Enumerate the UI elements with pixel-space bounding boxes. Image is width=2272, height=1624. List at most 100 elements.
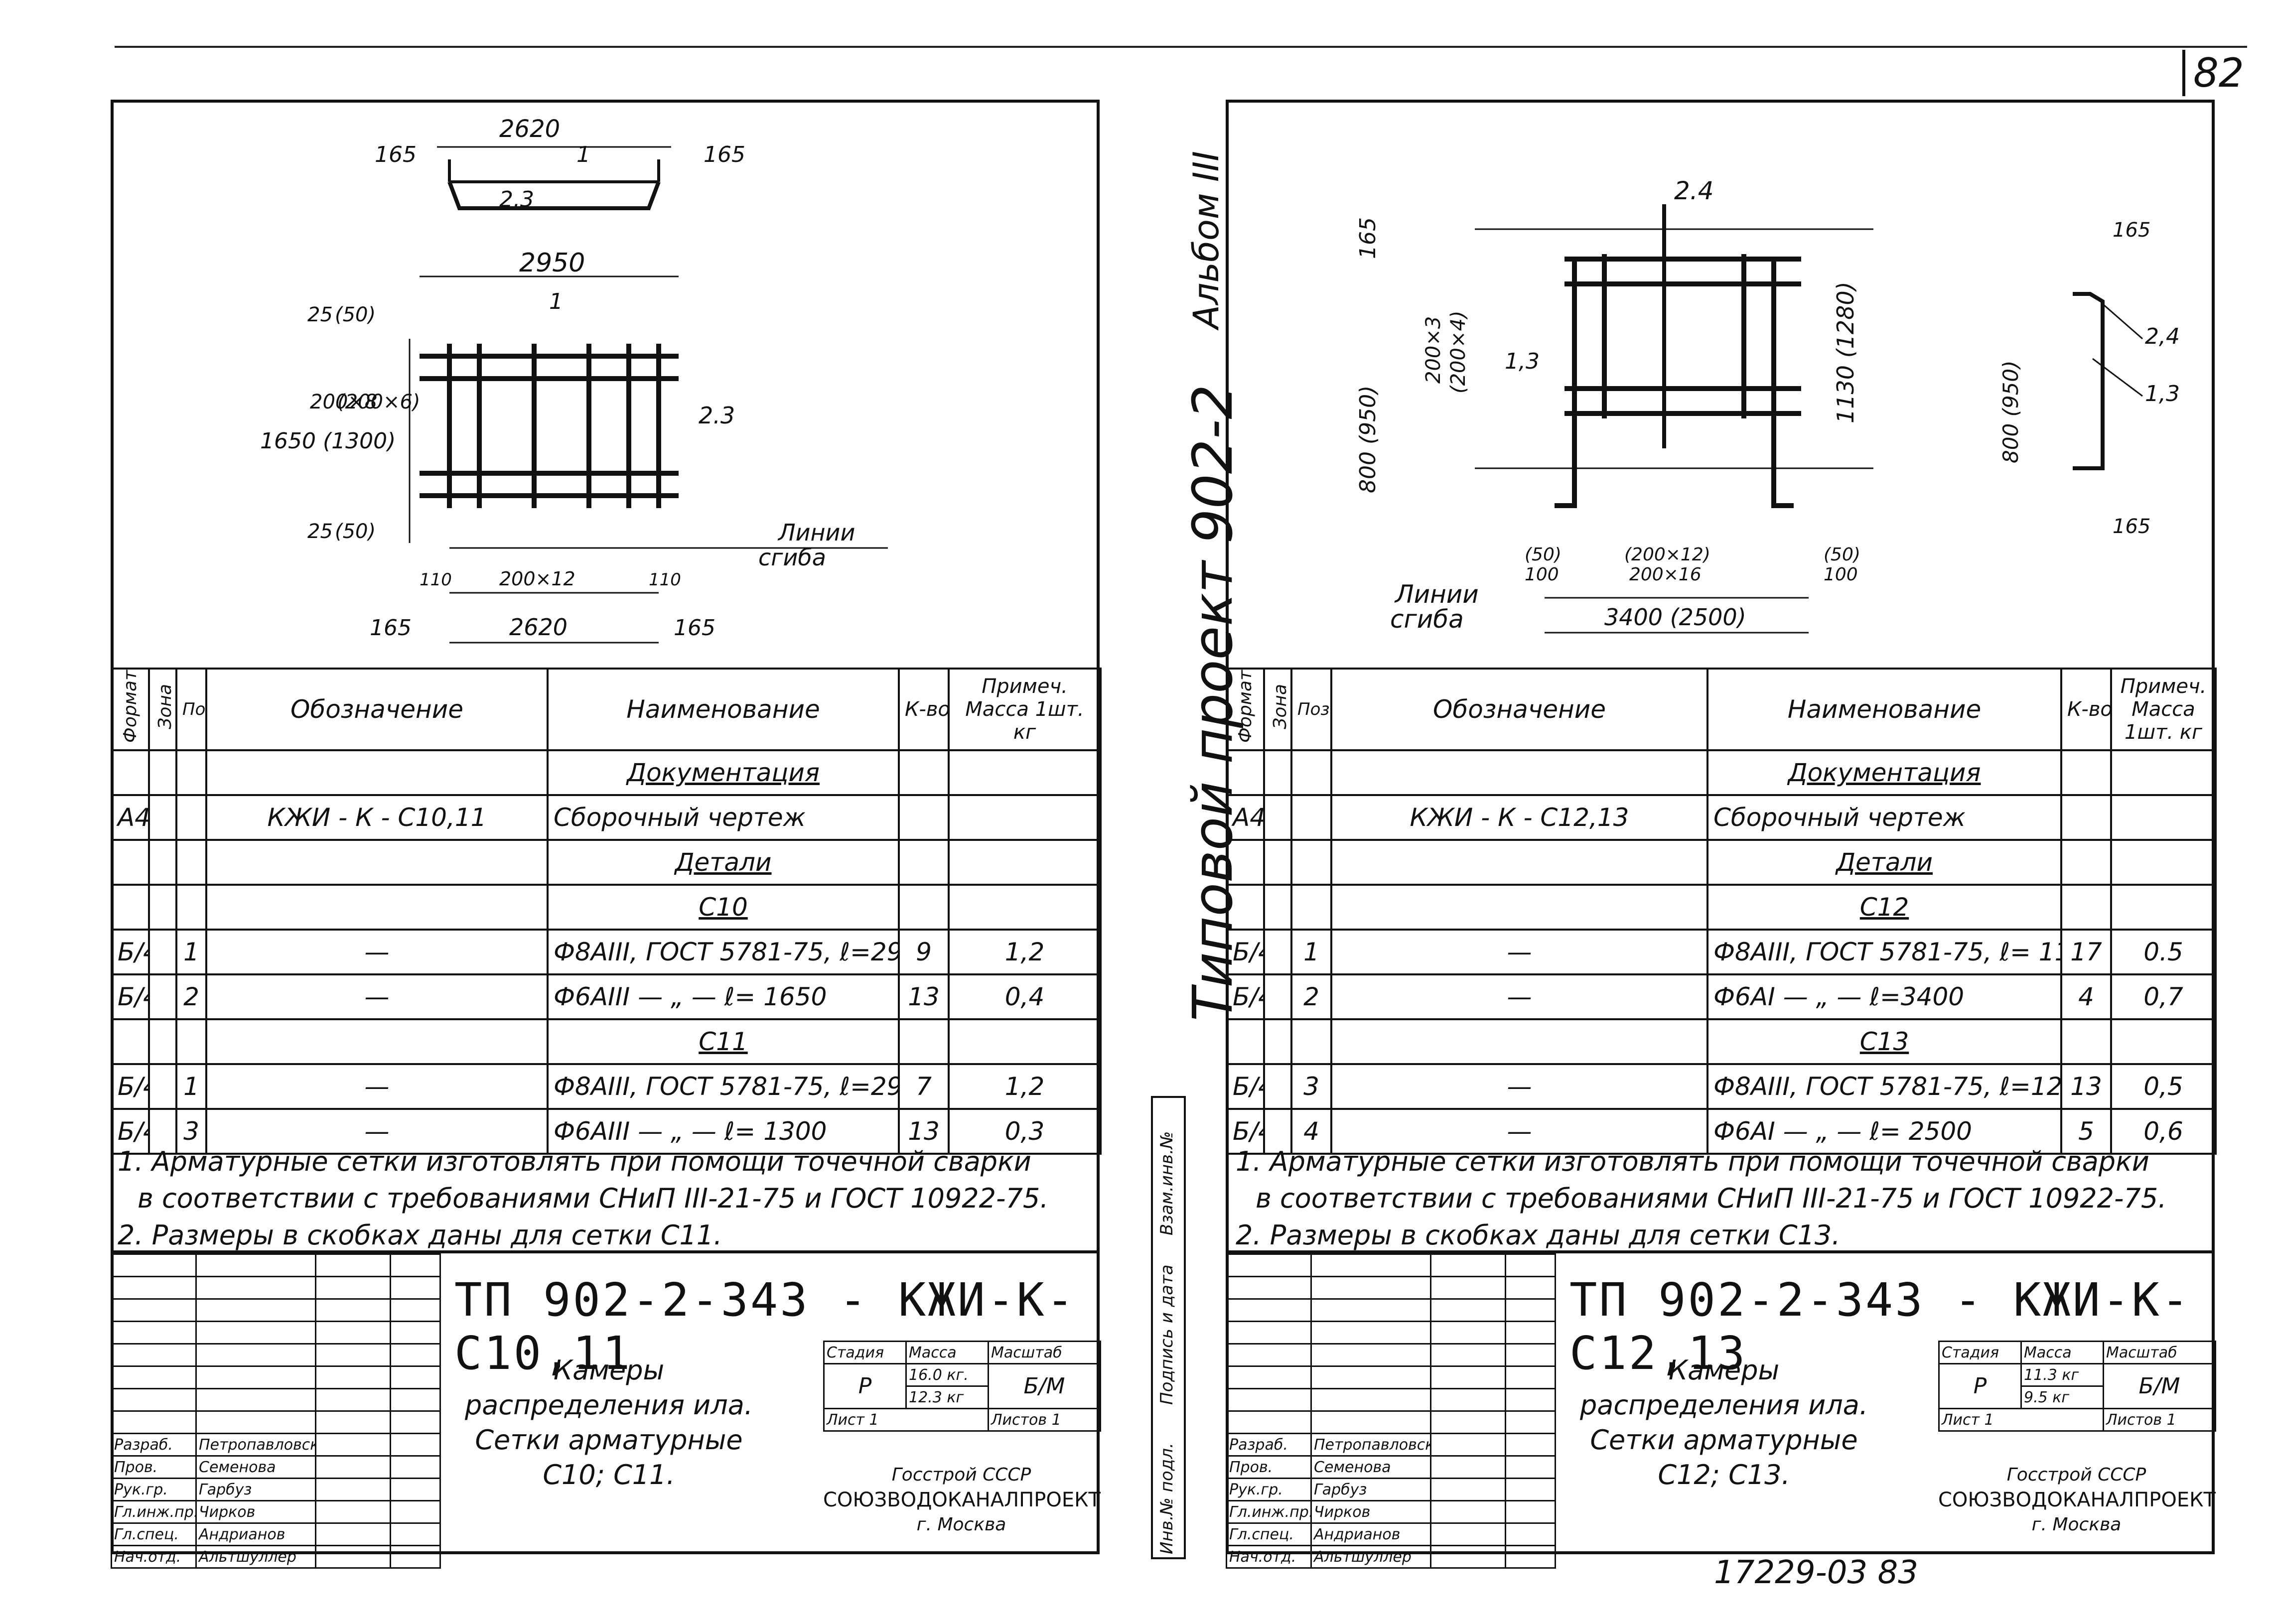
title-grid-cell <box>390 1298 441 1322</box>
title-grid-cell <box>1226 1388 1312 1412</box>
title-grid-row <box>1226 1410 1556 1434</box>
dim-800: 800 (950) <box>1355 386 1381 493</box>
spec-cell-q <box>2060 749 2112 796</box>
dim-200x3: 200×3 <box>1422 316 1445 384</box>
title-grid-cell <box>1430 1388 1506 1412</box>
spec-cell-p: 2 <box>1290 973 1332 1020</box>
spec-cell-n: Ф6АIII — „ — ℓ= 1650 <box>547 973 900 1020</box>
spec-cell-p: 2 <box>175 973 207 1020</box>
right-drawing: 2.4 165 Линии сгиба 800 (950) 200×3 (200… <box>1355 176 2180 634</box>
right-title-name: Камеры распределения ила.Сетки арматурны… <box>1579 1354 1868 1490</box>
title-grid-row <box>1226 1388 1556 1412</box>
spec-cell-n: Документация <box>547 749 900 796</box>
title-grid-row <box>111 1365 441 1389</box>
spec-cell-d: — <box>1330 973 1708 1020</box>
dim-165t: 165 <box>1355 217 1381 259</box>
title-grid-cell <box>1505 1253 1556 1277</box>
signer-name: Петропавловская <box>195 1433 316 1457</box>
signer-name: Гарбуз <box>1310 1478 1431 1501</box>
signer-role: Гл.спец. <box>1226 1522 1312 1546</box>
hdr-note: Примеч. Масса 1шт. кг <box>2110 668 2217 751</box>
spec-cell-zone <box>148 749 177 796</box>
hdr-qty: К-во <box>2060 668 2112 751</box>
title-grid-cell <box>111 1343 197 1367</box>
signer-name: Семенова <box>195 1455 316 1479</box>
signer-name: Альтшуллер <box>195 1545 316 1569</box>
hdr-designation: Обозначение <box>1330 668 1708 751</box>
spec-cell-d: — <box>205 1063 549 1110</box>
title-grid-cell <box>111 1253 197 1277</box>
spec-cell-zone <box>1263 884 1292 931</box>
dim-200x6: (200×6) <box>337 391 421 413</box>
dim-25a: 25 <box>307 303 333 326</box>
dim-2950: 2950 <box>519 248 585 278</box>
spec-cell-zone <box>1263 839 1292 886</box>
spec-cell-q: 13 <box>898 1108 950 1155</box>
spec-cell-zone <box>1263 749 1292 796</box>
title-grid-cell <box>1310 1343 1431 1367</box>
title-grid-cell <box>111 1365 197 1389</box>
right-code: ТП 902-2-343 - КЖИ-К- С12,13 <box>1569 1273 2191 1380</box>
spec-cell-p: 3 <box>1290 1063 1332 1110</box>
title-grid-row <box>111 1343 441 1367</box>
title-grid-row: Нач.отд.Альтшуллер <box>111 1545 441 1569</box>
title-grid-cell <box>195 1253 316 1277</box>
stamp-strip <box>1151 1096 1186 1559</box>
title-grid-cell <box>111 1276 197 1300</box>
spec-cell-p: 3 <box>175 1108 207 1155</box>
spec-cell-d: — <box>205 929 549 975</box>
spec-cell-m: 1,2 <box>948 1063 1102 1110</box>
title-grid-cell <box>1505 1343 1556 1367</box>
title-grid-row <box>111 1253 441 1277</box>
title-grid-cell <box>1430 1522 1506 1546</box>
spec-row: Документация <box>1226 749 2217 796</box>
spec-cell-zone <box>148 1063 177 1110</box>
spec-cell-d: — <box>1330 929 1708 975</box>
title-grid-cell <box>195 1365 316 1389</box>
dim-50a: (50) <box>335 303 376 326</box>
title-grid-cell <box>390 1545 441 1569</box>
title-grid-cell <box>1310 1410 1431 1434</box>
spec-cell-p <box>1290 1018 1332 1065</box>
title-grid-cell <box>1430 1298 1506 1322</box>
spec-cell-q <box>898 1018 950 1065</box>
spec-cell-f <box>1226 1018 1265 1065</box>
spec-cell-m: 0,5 <box>2110 1063 2217 1110</box>
spec-cell-m <box>948 1018 1102 1065</box>
spec-cell-d <box>1330 1018 1708 1065</box>
spec-cell-q: 9 <box>898 929 950 975</box>
hdr-pos: Поз. <box>175 668 207 751</box>
dim-top-left: 165 <box>375 142 417 167</box>
signer-role: Нач.отд. <box>111 1545 197 1569</box>
title-grid-row: Рук.гр.Гарбуз <box>111 1478 441 1501</box>
title-grid-cell <box>315 1298 391 1322</box>
spec-cell-n: Сборочный чертеж <box>1706 794 2062 841</box>
dim-50b: (50) <box>335 520 376 543</box>
hdr-name: Наименование <box>547 668 900 751</box>
spec-cell-m: 1,2 <box>948 929 1102 975</box>
title-grid-cell <box>390 1455 441 1479</box>
dim-25b: 25 <box>307 520 333 543</box>
spec-cell-f: Б/4 <box>111 1108 150 1155</box>
right-title-grid: Разраб.ПетропавловскаяПров.СеменоваРук.г… <box>1226 1253 1556 1569</box>
spec-cell-p <box>175 839 207 886</box>
spec-cell-f: Б/4 <box>111 1063 150 1110</box>
title-grid-cell <box>111 1321 197 1345</box>
title-grid-cell <box>1226 1321 1312 1345</box>
spec-cell-m <box>2110 794 2217 841</box>
left-org: Госстрой СССР СОЮЗВОДОКАНАЛПРОЕКТ г. Мос… <box>823 1465 1101 1535</box>
spec-cell-q <box>898 794 950 841</box>
signer-role: Гл.инж.пр. <box>1226 1500 1312 1524</box>
spec-cell-n: Сборочный чертеж <box>547 794 900 841</box>
spec-cell-q: 17 <box>2060 929 2112 975</box>
dim-top: 2620 <box>499 115 560 143</box>
spec-cell-n: Ф8АIII, ГОСТ 5781-75, ℓ=1280 <box>1706 1063 2062 1110</box>
spec-cell-q <box>2060 839 2112 886</box>
title-grid-cell <box>315 1276 391 1300</box>
spec-cell-p <box>1290 884 1332 931</box>
